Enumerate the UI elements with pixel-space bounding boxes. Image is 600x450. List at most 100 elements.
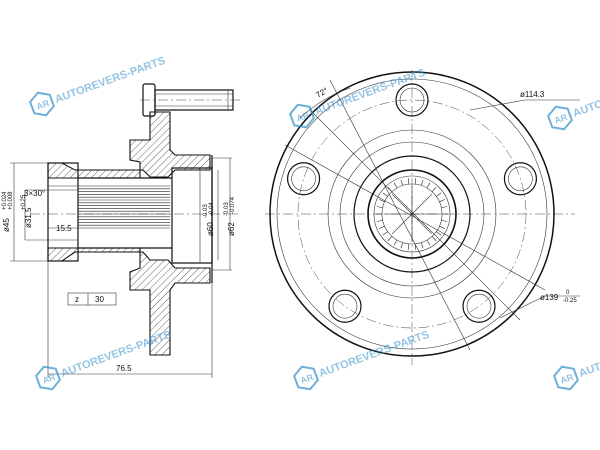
dim-pilot-tol: -0.03 [203,204,209,218]
spline-tooth [378,199,385,203]
spline-tooth [376,219,383,222]
outer-flange-circle [269,71,555,357]
dim-pilot-diameter: ø60 [206,222,215,236]
spline-tooth [441,219,448,222]
watermark-hexagon-icon [29,91,55,117]
dim-spline-tol: +0.25 [21,194,27,210]
spline-tooth [431,236,437,241]
hub-ring-3 [353,155,471,273]
outer-diameter-leader [499,295,546,319]
spline-table-label: z [75,295,79,304]
spline-tooth [393,239,398,246]
watermark-hexagon-icon [293,365,319,391]
dimension-lines-side [10,157,232,378]
dim-spline-length: 15.5 [56,224,72,233]
dim-outer-tol-lower: -0.25 [563,298,577,304]
dim-pcd: ø114.3 [520,90,545,99]
pcd-leader [469,99,526,111]
spline-tooth [400,242,404,249]
watermark-letters: AR [35,98,51,112]
watermark-letters: AR [299,372,315,386]
watermark-hexagon-icon [553,365,579,391]
spline-tooth [382,192,388,197]
dim-flange-diameter: ø45 [2,218,11,232]
construction-line-a [284,144,546,291]
watermark-letters: AR [295,110,311,124]
watermark-letters: AR [559,372,575,386]
hub-ring-1 [327,129,497,299]
hub-body-outline [47,155,213,283]
hub-bore-inner [373,175,451,253]
spline-tooth [441,206,448,209]
dim-outer-tol-upper: 0 [566,290,570,296]
spline-tooth [426,239,431,246]
watermark-brand-text: AUTOREVERS-PARTS [53,55,166,106]
spline-tooth [382,231,388,236]
bore-center-mark [391,213,413,235]
spline-table: z 30 [67,292,117,306]
angle-arc [299,87,351,119]
spline-tooth [420,179,424,186]
watermark-brand-text: AUTOREVERS-PARTS [313,67,426,118]
dim-seat-tol: -0.03 [224,202,230,216]
spline-tooth [439,199,446,203]
spline-tooth [393,182,398,189]
dim-pilot-tol-2: -0.04 [209,202,215,216]
flange-inner-edge [276,78,548,350]
bolt-hole [395,83,429,117]
bolt-hole [328,289,362,323]
dim-seat-tol-2: -0.074 [230,196,236,214]
bolt-holes [286,83,538,323]
side-section-view: z 30 ø45 +0.024 +0.008 3×30° [2,83,240,378]
internal-spline [78,185,170,229]
dim-flange-tol-upper: +0.024 [2,191,8,210]
watermark-brand-text: AUTOREVERS-PARTS [571,69,600,120]
spline-tooth [431,187,437,192]
spline-tooth [436,231,442,236]
bore-center-mark [411,193,433,215]
dim-spline-diameter: ø31.5 [24,207,33,228]
construction-line-c [329,79,471,351]
construction-line-b [309,109,521,321]
spline-tooth [376,206,383,209]
spline-tooth [407,243,410,250]
hub-bore [367,169,457,259]
watermark-hexagon-icon [547,105,573,131]
spline-root-circle [381,183,443,245]
dim-flange-tol-lower: +0.008 [8,191,14,210]
wheel-stud [140,83,240,117]
spline-tooth [436,192,442,197]
front-spline-teeth [376,178,448,250]
flange-section-lower [47,247,211,356]
spline-tooth [400,179,404,186]
bolt-hole [503,162,538,196]
pcd-circle [297,99,527,329]
bolt-hole [462,289,496,323]
spline-tooth [414,178,417,185]
watermark-letters: AR [553,112,569,126]
front-view: 72° ø114.3 ø139 0 -0.25 [265,70,580,365]
bore-center-mark [411,213,433,235]
bore-center-mark [391,193,413,215]
dim-outer-diameter: ø139 [540,293,559,302]
watermark-brand-text: AUTOREVERS-PARTS [317,329,430,380]
watermark-letters: AR [41,372,57,386]
spline-tooth [420,242,424,249]
dim-chamfer: 3×30° [24,189,45,198]
spline-tooth [439,225,446,229]
watermark-hexagon-icon [35,365,61,391]
watermark-brand-text: AUTOREVERS-PARTS [577,329,600,380]
spline-table-value: 30 [95,295,104,304]
spline-tooth [426,182,431,189]
flange-section-upper [47,111,211,179]
dim-seat-diameter: ø62 [227,222,236,236]
hub-ring-2 [339,141,485,287]
dim-angle: 72° [315,86,330,100]
watermark-hexagon-icon [289,103,315,129]
spline-tooth [387,236,393,241]
